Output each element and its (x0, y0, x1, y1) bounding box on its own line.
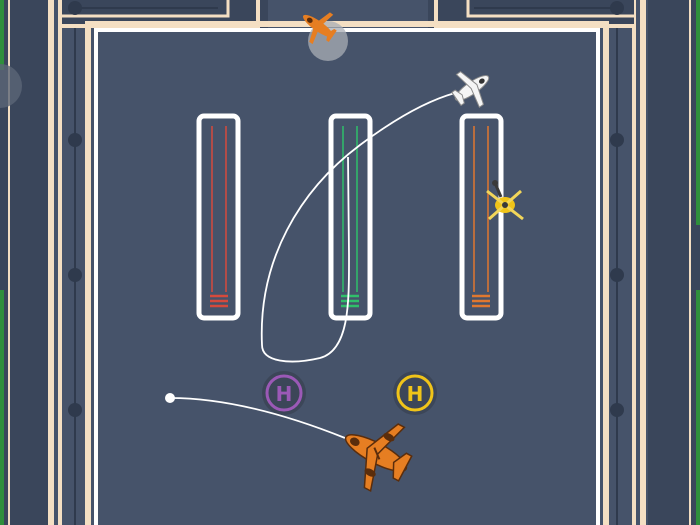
yellow-helicopter-icon[interactable] (486, 180, 524, 221)
flight-path-jumbo (169, 397, 346, 439)
runway-orange[interactable] (459, 113, 504, 321)
apron-border (85, 21, 609, 525)
helipad-purple-label: H (276, 382, 293, 406)
right-taxiway (616, 0, 700, 525)
helipad-yellow[interactable]: H (393, 371, 437, 415)
runway-green-threshold-icon (341, 294, 359, 308)
orange-airplane-icon[interactable] (293, 1, 348, 61)
flight-path-white-plane (260, 92, 456, 363)
helipad-yellow-label: H (407, 382, 424, 406)
orange-jumbo-jet-icon[interactable] (329, 405, 423, 500)
runway-green[interactable] (328, 113, 373, 321)
helipad-purple[interactable]: H (262, 371, 306, 415)
white-airplane-icon[interactable] (444, 60, 500, 116)
runway-red-threshold-icon (210, 294, 228, 308)
offscreen-object (0, 64, 22, 108)
runway-red[interactable] (196, 113, 241, 321)
path-start-marker (165, 393, 175, 403)
runway-orange-threshold-icon (472, 294, 490, 308)
taxiway-nodes (68, 133, 624, 417)
